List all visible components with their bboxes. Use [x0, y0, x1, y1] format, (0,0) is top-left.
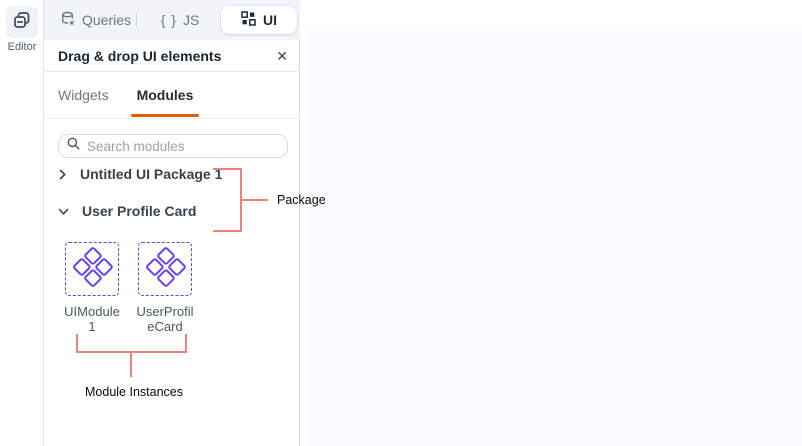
tab-modules-label: Modules [136, 87, 194, 103]
module-diamonds-icon [67, 242, 117, 297]
search-icon [67, 137, 80, 155]
module-diamonds-icon [140, 242, 190, 297]
package-name: Untitled UI Package 1 [80, 166, 223, 182]
annotation-package-label: Package [277, 193, 326, 207]
ui-grid-icon [241, 11, 256, 29]
annotation-line [240, 168, 242, 232]
braces-icon: { } [160, 12, 177, 28]
editor-canvas[interactable] [306, 31, 802, 446]
editor-segmented-control: Queries { } JS UI [44, 0, 300, 40]
module-instance-label: UIModule 1 [64, 304, 120, 334]
tab-ui[interactable]: UI [221, 6, 297, 34]
segment-divider [136, 12, 137, 28]
left-rail: Editor [0, 0, 44, 446]
tab-js-label: JS [182, 12, 200, 28]
editor-pages-icon [12, 10, 32, 35]
queries-icon [60, 11, 76, 30]
package-row-untitled-ui-package-1[interactable]: Untitled UI Package 1 [58, 166, 222, 182]
tab-modules[interactable]: Modules [130, 72, 200, 119]
package-name: User Profile Card [82, 203, 197, 219]
panel-title: Drag & drop UI elements [58, 47, 222, 64]
close-icon[interactable]: ✕ [276, 47, 288, 64]
active-tab-underline [130, 113, 200, 117]
module-tile-uimodule-1[interactable] [65, 242, 119, 296]
annotation-line [76, 334, 78, 353]
annotation-line [185, 334, 187, 353]
tab-widgets[interactable]: Widgets [52, 72, 115, 119]
editor-nav-label: Editor [7, 41, 37, 53]
modules-panel-content: Untitled UI Package 1 User Profile Card [44, 120, 300, 446]
annotation-line [213, 230, 242, 232]
search-modules-box [58, 134, 288, 158]
editor-nav-button[interactable] [6, 6, 38, 38]
sidebar-panel: Queries { } JS UI Drag & [44, 0, 300, 446]
module-tile-userprofilecard[interactable] [138, 242, 192, 296]
tab-queries-label: Queries [82, 12, 132, 28]
chevron-down-icon [58, 207, 69, 216]
chevron-right-icon [58, 169, 67, 180]
tab-ui-label: UI [263, 12, 277, 28]
tab-widgets-label: Widgets [58, 87, 109, 103]
module-instance-label: UserProfil eCard [136, 304, 194, 334]
tab-queries[interactable]: Queries [60, 11, 136, 30]
annotation-module-instances-label: Module Instances [85, 385, 183, 399]
package-row-user-profile-card[interactable]: User Profile Card [58, 203, 196, 219]
widgets-modules-tabs: Widgets Modules [44, 72, 300, 119]
annotation-line [130, 351, 132, 377]
annotation-line [213, 168, 242, 170]
annotation-line [242, 199, 268, 201]
panel-header: Drag & drop UI elements ✕ [44, 40, 300, 72]
tab-js[interactable]: { } JS [149, 12, 211, 28]
search-input[interactable] [87, 138, 279, 154]
